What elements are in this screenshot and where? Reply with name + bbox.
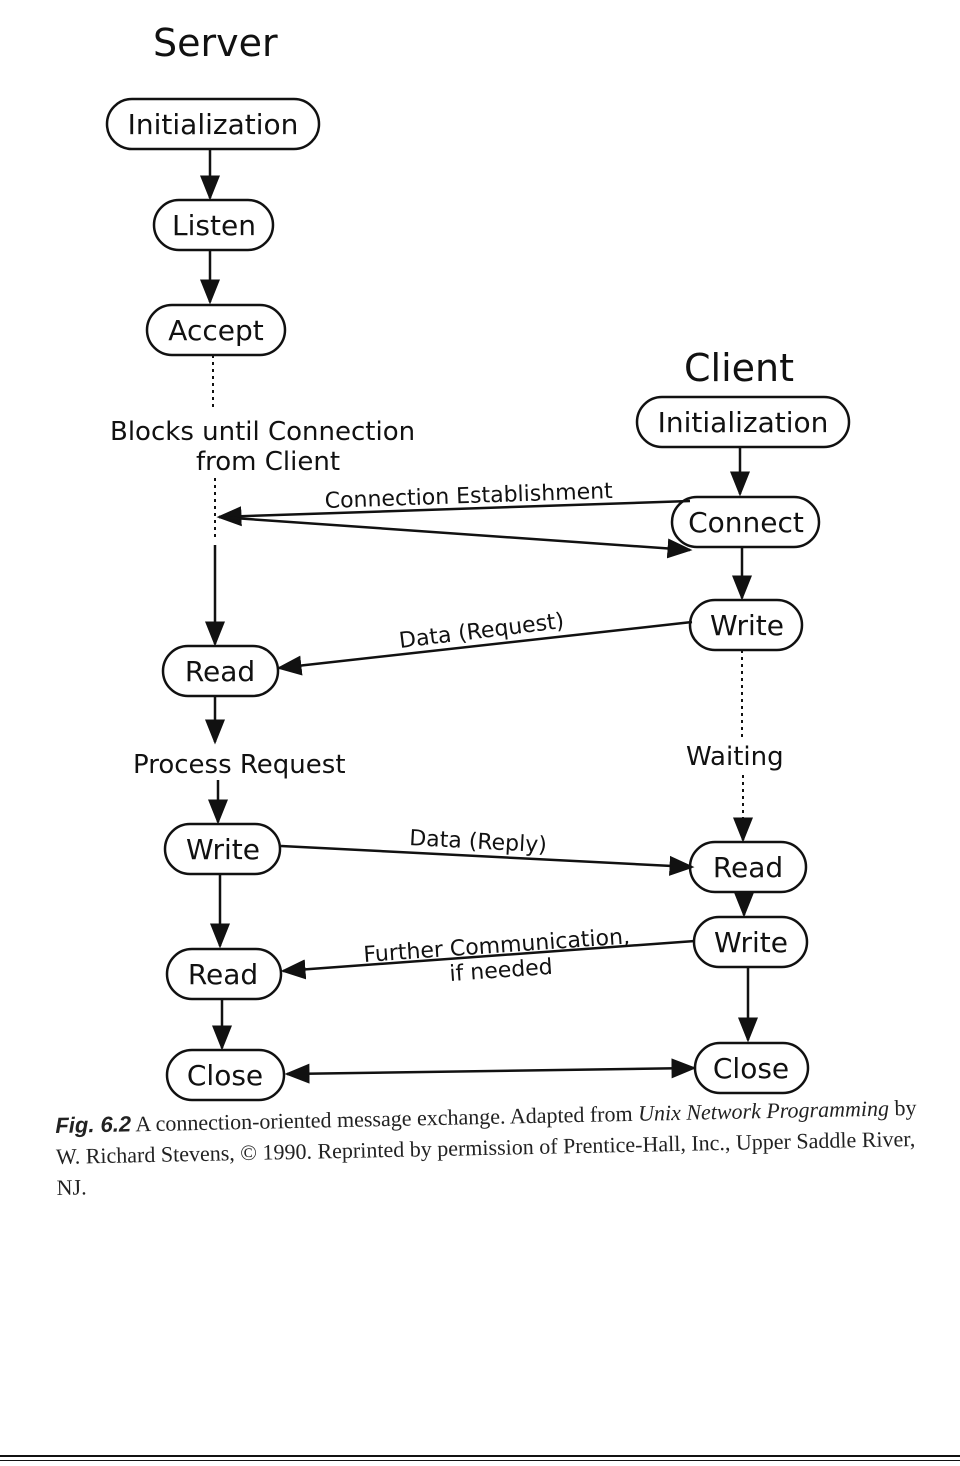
client-initialization-node: Initialization [635, 395, 851, 449]
figure-caption: Fig. 6.2 A connection-oriented message e… [55, 1092, 927, 1203]
connection-accept-arrow [218, 515, 693, 559]
connection-establishment-label: Connection Establishment [324, 479, 613, 514]
from-client-note: from Client [196, 447, 340, 477]
server-initialization-node: Initialization [105, 97, 321, 151]
server-write-node: Write [163, 822, 282, 876]
caption-text-part-1: A connection-oriented message exchange. … [130, 1100, 639, 1137]
client-write-node-1: Write [688, 598, 804, 652]
close-connection-arrow [284, 1058, 697, 1084]
caption-book-title: Unix Network Programming [637, 1095, 890, 1126]
blocks-until-connection-note: Blocks until Connection [110, 417, 415, 447]
client-heading: Client [684, 346, 794, 390]
server-read-label-1: Read [185, 655, 255, 688]
server-accept-node: Accept [145, 303, 287, 357]
data-reply-arrow [280, 844, 695, 876]
client-write-label-2: Write [714, 926, 788, 959]
server-close-label: Close [187, 1059, 263, 1092]
client-read-label: Read [713, 851, 783, 884]
data-request-arrow [276, 620, 693, 676]
server-heading: Server [153, 21, 278, 65]
client-close-label: Close [713, 1052, 789, 1085]
server-listen-node: Listen [152, 198, 275, 252]
server-write-label: Write [186, 833, 260, 866]
server-read-node-2: Read [165, 947, 283, 1001]
client-connect-node: Connect [670, 495, 821, 549]
client-connect-label: Connect [688, 506, 804, 539]
connection-request-arrow [216, 499, 691, 527]
bottom-rule-thin [0, 1460, 960, 1461]
server-close-node: Close [165, 1048, 286, 1102]
waiting-note: Waiting [686, 742, 784, 772]
further-communication-arrow [280, 939, 696, 980]
bottom-rule-thick [0, 1455, 960, 1457]
server-read-label-2: Read [188, 958, 258, 991]
server-initialization-label: Initialization [128, 108, 299, 141]
server-listen-label: Listen [172, 209, 256, 242]
client-initialization-label: Initialization [658, 406, 829, 439]
client-write-node-2: Write [692, 915, 809, 969]
data-request-label: Data (Request) [398, 609, 566, 654]
server-read-node-1: Read [161, 644, 280, 698]
process-request-note: Process Request [133, 750, 346, 780]
client-write-label-1: Write [710, 609, 784, 642]
server-accept-label: Accept [168, 314, 263, 347]
client-read-node: Read [688, 840, 808, 894]
client-close-node: Close [693, 1041, 810, 1095]
figure-label: Fig. 6.2 [55, 1111, 132, 1138]
